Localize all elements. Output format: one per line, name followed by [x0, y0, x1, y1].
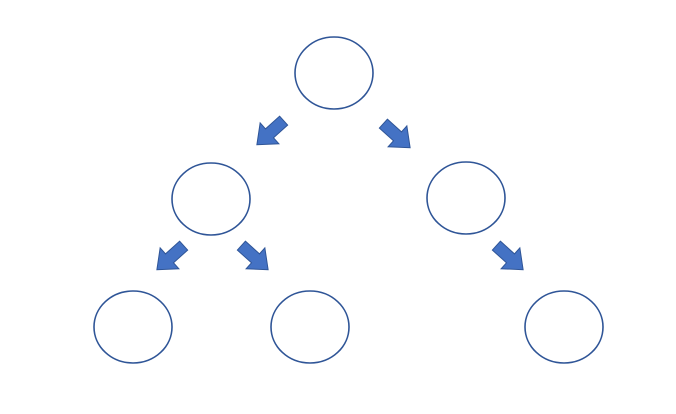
arrow-down-right-icon: [491, 240, 524, 271]
tree-node-right: [426, 161, 506, 235]
node-circle: [426, 161, 506, 235]
tree-node-right-right: [524, 290, 604, 364]
node-circle: [93, 290, 173, 364]
arrow-down-right-icon: [236, 240, 269, 271]
node-circle: [294, 36, 374, 110]
arrow-down-left-icon: [256, 115, 289, 146]
tree-node-left: [171, 162, 251, 236]
node-circle: [524, 290, 604, 364]
arrow-down-left-icon: [156, 240, 189, 271]
node-circle: [270, 290, 350, 364]
tree-node-left-right: [270, 290, 350, 364]
tree-node-left-left: [93, 290, 173, 364]
arrow-down-right-icon: [378, 118, 411, 149]
tree-node-root: [294, 36, 374, 110]
node-circle: [171, 162, 251, 236]
